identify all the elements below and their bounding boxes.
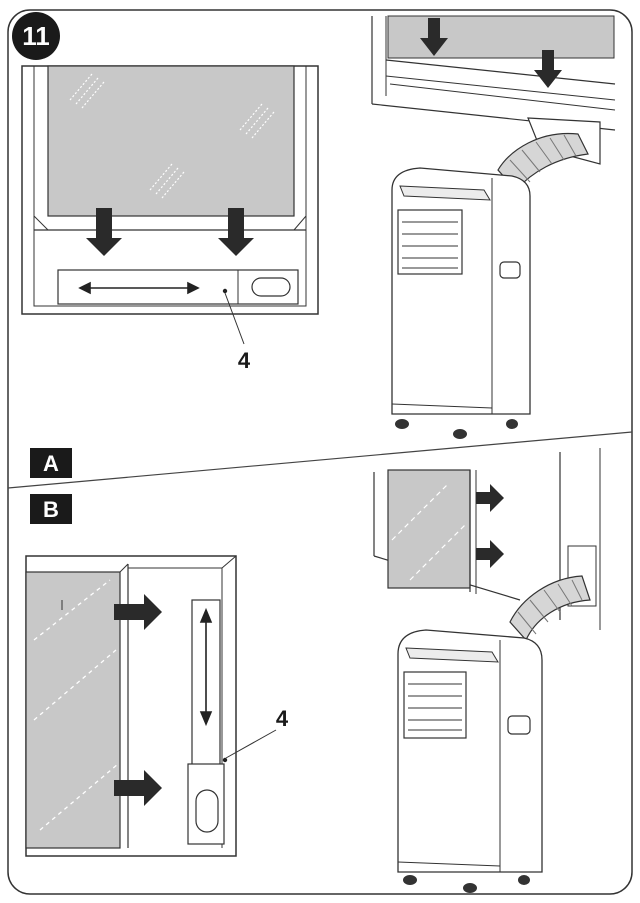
panel-a-window-with-ac	[371, 15, 616, 191]
down-arrow-icon	[420, 18, 562, 88]
figure-border	[7, 9, 633, 895]
panel-a-window-closeup	[21, 65, 319, 315]
kit-vent-opening	[251, 277, 291, 297]
panel-label-a: A	[30, 448, 72, 478]
panel-b-window-closeup	[25, 555, 237, 857]
portable-air-conditioner	[391, 167, 531, 439]
svg-text:A: A	[43, 451, 59, 476]
step-badge: 11	[12, 12, 60, 60]
kit-vent-opening	[195, 789, 219, 833]
portable-air-conditioner	[397, 629, 543, 893]
double-arrow-icon	[199, 607, 213, 727]
callout-number: 4	[276, 706, 289, 731]
panel-b-window-with-ac	[373, 448, 601, 642]
right-arrow-icon	[476, 484, 504, 568]
panel-label-b: B	[30, 494, 72, 524]
callout-number: 4	[238, 348, 251, 373]
panel-divider	[7, 431, 633, 489]
svg-text:B: B	[43, 497, 59, 522]
step-number: 11	[22, 21, 50, 51]
down-arrow-icon	[86, 208, 254, 256]
double-arrow-icon	[78, 281, 200, 295]
right-arrow-icon	[114, 594, 162, 806]
